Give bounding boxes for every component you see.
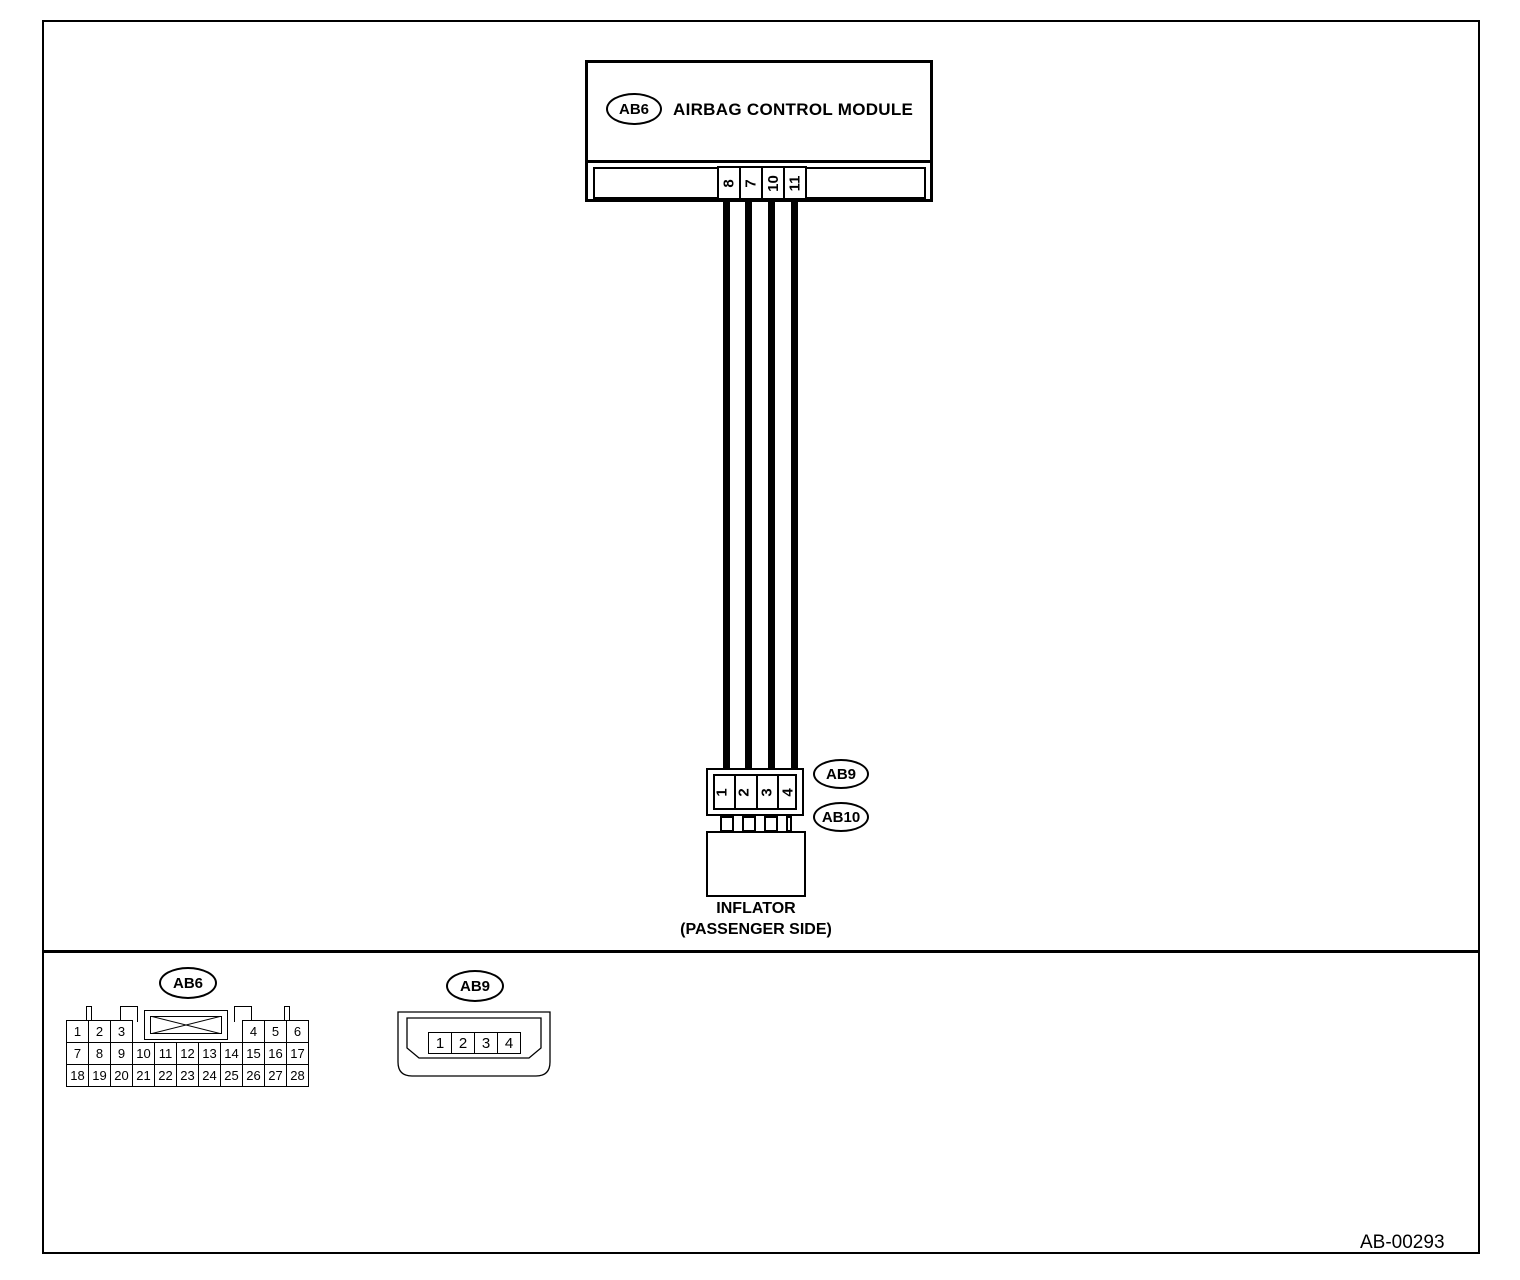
inflator-mating-stubs [720, 816, 792, 832]
ab9-pin-1: 1 [428, 1032, 452, 1054]
module-pin-8: 8 [720, 178, 738, 188]
ab6-pin-1: 1 [66, 1020, 89, 1043]
ab6-pin-7: 7 [66, 1042, 89, 1065]
module-pin-11: 11 [786, 175, 804, 191]
ab6-pin-25: 25 [220, 1064, 243, 1087]
ab6-pin-26: 26 [242, 1064, 265, 1087]
ab6-pin-20: 20 [110, 1064, 133, 1087]
control-module-title: AIRBAG CONTROL MODULE [673, 100, 914, 119]
ab6-connector-face [66, 1006, 310, 1086]
diagram-frame [42, 20, 1480, 1254]
module-pin-10: 10 [764, 174, 782, 192]
section-divider [42, 950, 1480, 953]
ab6-pin-19: 19 [88, 1064, 111, 1087]
ab9-pin-4: 4 [497, 1032, 521, 1054]
inflator-pin-4: 4 [780, 787, 797, 797]
ab6-pin-27: 27 [264, 1064, 287, 1087]
figure-id: AB-00293 [1360, 1232, 1445, 1253]
ab6-pin-9: 9 [110, 1042, 133, 1065]
inflator-body [706, 831, 806, 897]
inflator-connector-block [706, 768, 804, 816]
ab6-pin-21: 21 [132, 1064, 155, 1087]
module-pin-block [717, 166, 807, 200]
inflator-sublabel: (PASSENGER SIDE) [680, 921, 832, 938]
ab6-pin-14: 14 [220, 1042, 243, 1065]
ab6-pin-24: 24 [198, 1064, 221, 1087]
ab6-pin-28: 28 [286, 1064, 309, 1087]
ab6-pin-15: 15 [242, 1042, 265, 1065]
inflator-label: INFLATOR [716, 900, 796, 917]
ab6-pin-2: 2 [88, 1020, 111, 1043]
control-module-header-divider [588, 160, 930, 163]
ab6-pin-17: 17 [286, 1042, 309, 1065]
ab6-pin-4: 4 [242, 1020, 265, 1043]
ab6-pin-16: 16 [264, 1042, 287, 1065]
inflator-pin-2: 2 [736, 787, 753, 797]
ab6-pin-23: 23 [176, 1064, 199, 1087]
ab6-pin-8: 8 [88, 1042, 111, 1065]
ab6-pin-18: 18 [66, 1064, 89, 1087]
ab6-pin-11: 11 [154, 1042, 177, 1065]
ab6-pin-13: 13 [198, 1042, 221, 1065]
ab9-pin-3: 3 [474, 1032, 498, 1054]
wire-pin10-to-pin3 [768, 202, 775, 774]
ab6-pin-10: 10 [132, 1042, 155, 1065]
connector-tag-ab9: AB9 [813, 759, 869, 789]
ab6-pin-6: 6 [286, 1020, 309, 1043]
wire-pin8-to-pin1 [723, 202, 730, 774]
connector-tag-ab10: AB10 [813, 802, 869, 832]
view-tag-ab9: AB9 [446, 970, 504, 1002]
inflator-pin-1: 1 [714, 787, 731, 797]
ab6-pin-3: 3 [110, 1020, 133, 1043]
inflator-pin-3: 3 [758, 787, 776, 797]
ab6-pin-5: 5 [264, 1020, 287, 1043]
view-tag-ab6: AB6 [159, 967, 217, 999]
ab6-latch-cross [150, 1016, 222, 1034]
ab6-pin-22: 22 [154, 1064, 177, 1087]
ab9-pin-2: 2 [451, 1032, 475, 1054]
connector-tag-ab6: AB6 [606, 93, 662, 125]
module-pin-7: 7 [742, 178, 760, 188]
ab6-pin-12: 12 [176, 1042, 199, 1065]
wire-pin11-to-pin4 [791, 202, 798, 774]
wire-pin7-to-pin2 [745, 202, 752, 774]
